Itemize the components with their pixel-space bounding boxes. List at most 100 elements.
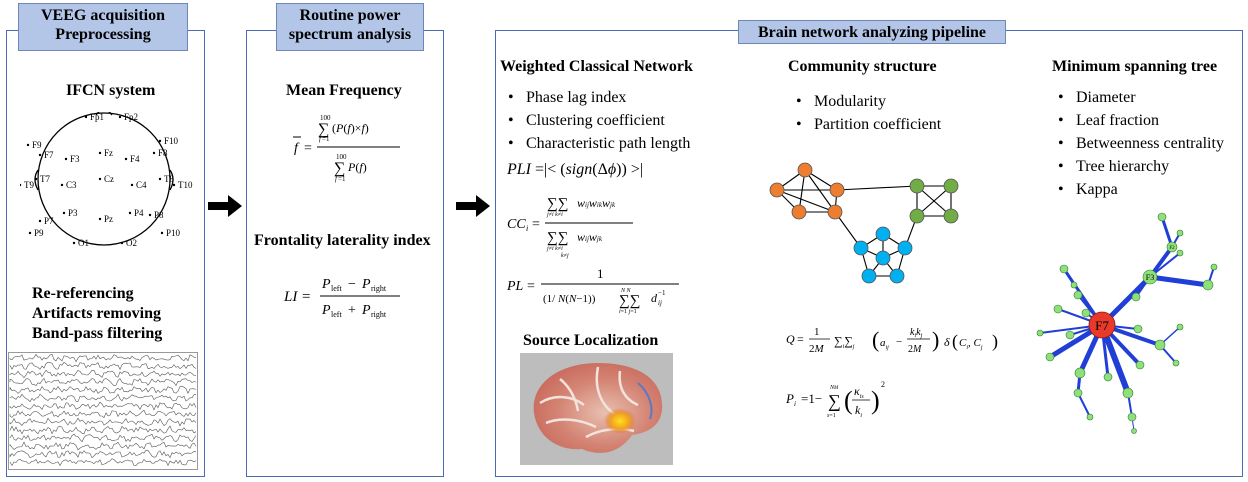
electrode-dot <box>172 183 176 187</box>
svg-text:∑∑: ∑∑ <box>547 196 568 212</box>
community-node <box>829 182 845 198</box>
laterality-title: Frontality laterality index <box>254 232 431 249</box>
electrode-c4: C4 <box>136 180 147 190</box>
svg-text:P: P <box>321 277 331 292</box>
mst-item: Betweenness centrality <box>1058 132 1224 155</box>
arrow-right-icon <box>208 195 242 217</box>
electrode-dot <box>130 183 134 187</box>
mst-tree: F3 F2 F7 <box>1036 212 1218 434</box>
svg-text:wijwjk: wijwjk <box>577 230 603 244</box>
mst-node <box>1202 279 1214 291</box>
eeg-trace <box>9 393 197 403</box>
electrode-fp1: Fp1 <box>90 112 104 122</box>
electrode-dot <box>152 151 156 155</box>
svg-text:=: = <box>797 332 804 346</box>
electrode-dot <box>72 241 76 245</box>
mst-node <box>1086 413 1094 421</box>
svg-text:∑∑: ∑∑ <box>619 293 640 309</box>
ifcn-title: IFCN system <box>66 82 156 99</box>
electrode-dot <box>98 217 102 221</box>
source-localization-title: Source Localization <box>523 332 659 349</box>
electrode-dot <box>34 177 38 181</box>
brain-image <box>520 353 673 465</box>
svg-text:N N: N N <box>620 288 632 294</box>
svg-text:2: 2 <box>881 380 885 389</box>
svg-text:LI: LI <box>283 289 298 305</box>
mst-node-label-f2: F2 <box>1169 246 1175 251</box>
svg-text:i: i <box>526 224 528 233</box>
svg-text:(: ( <box>844 386 853 415</box>
community-node <box>909 208 925 224</box>
electrode-dot <box>128 211 132 215</box>
electrode-p8: P8 <box>154 210 164 220</box>
svg-text:=1−: =1− <box>801 391 822 406</box>
svg-text:=: = <box>302 289 310 305</box>
community-graph <box>769 162 959 284</box>
electrode-o2: O2 <box>126 238 137 248</box>
brain-network-header: Brain network analyzing pipeline <box>738 20 1006 44</box>
mst-node <box>1074 367 1086 379</box>
electrode-dot <box>120 241 124 245</box>
community-list: Modularity Partition coefficient <box>796 90 941 136</box>
electrode-p3: P3 <box>68 208 78 218</box>
preproc-steps: Re-referencing Artifacts removing Band-p… <box>32 284 162 344</box>
eeg-traces <box>8 352 198 470</box>
wcn-item: Phase lag index <box>508 86 690 109</box>
svg-text:(P(f)×f): (P(f)×f) <box>332 121 369 135</box>
step-rereferencing: Re-referencing <box>32 285 134 302</box>
mst-node <box>1172 359 1180 367</box>
electrode-dot <box>160 231 164 235</box>
svg-text:=: = <box>532 217 540 232</box>
electrode-dot <box>64 157 68 161</box>
svg-text:=: = <box>527 279 535 294</box>
svg-text:right: right <box>371 310 387 319</box>
electrode-dot <box>158 177 162 181</box>
community-node <box>897 240 913 256</box>
community-node <box>875 226 891 242</box>
svg-text:CC: CC <box>507 217 526 232</box>
svg-text:∑∑: ∑∑ <box>547 230 568 246</box>
svg-text:1: 1 <box>814 326 820 338</box>
electrode-dot <box>124 157 128 161</box>
mst-hub-label: F7 <box>1095 318 1109 333</box>
mst-node <box>1210 263 1218 271</box>
svg-text:): ) <box>992 331 998 352</box>
svg-text:100: 100 <box>336 153 347 161</box>
electrode-dot <box>26 143 30 147</box>
electrode-f9: F9 <box>32 140 42 150</box>
acquisition-header-line2: Preprocessing <box>55 26 151 43</box>
wcn-item: Clustering coefficient <box>508 109 690 132</box>
svg-text:f: f <box>335 175 338 183</box>
svg-text:100: 100 <box>320 114 331 122</box>
svg-text:=1: =1 <box>322 135 330 143</box>
mst-node <box>1073 388 1083 398</box>
mean-frequency-title: Mean Frequency <box>286 82 402 99</box>
community-node <box>791 204 807 220</box>
svg-text:−: − <box>348 277 356 292</box>
community-title: Community structure <box>788 58 937 75</box>
svg-text:∑: ∑ <box>828 391 841 411</box>
community-node <box>769 182 785 198</box>
electrode-dot <box>98 177 102 181</box>
power-spectrum-header-line1: Routine power <box>299 7 401 24</box>
community-node <box>943 208 959 224</box>
electrode-f3: F3 <box>70 154 80 164</box>
svg-text:(: ( <box>872 327 879 352</box>
svg-text:PL: PL <box>506 279 524 294</box>
mst-node <box>1142 269 1158 285</box>
mst-node <box>1135 360 1145 370</box>
community-node <box>943 178 959 194</box>
svg-text:k≠j: k≠j <box>561 253 569 259</box>
svg-text:=1: =1 <box>338 175 346 183</box>
community-node <box>875 250 891 266</box>
electrode-dot <box>38 219 42 223</box>
wcn-list: Phase lag index Clustering coefficient C… <box>508 86 690 155</box>
electrode-cz: Cz <box>104 174 114 184</box>
eeg-trace <box>9 458 197 467</box>
mst-node <box>1176 229 1184 237</box>
svg-text:(: ( <box>952 331 958 352</box>
electrode-fp2: Fp2 <box>124 112 138 122</box>
svg-text:NM: NM <box>829 385 839 391</box>
eeg-trace <box>9 409 197 419</box>
